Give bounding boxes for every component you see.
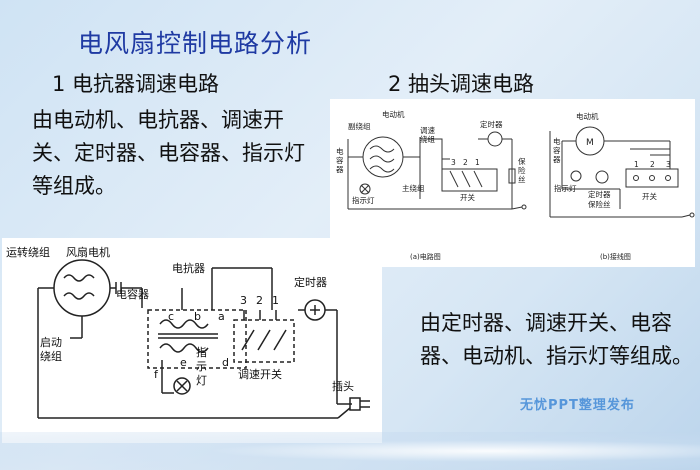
- label-timer-b: 定时器: [588, 189, 611, 199]
- label-indicator-b: 指示灯: [554, 183, 577, 193]
- caption-b: (b)接线图: [600, 252, 631, 261]
- label-motor-b: 电动机: [576, 111, 599, 121]
- bottom-decoration: [0, 432, 700, 470]
- label-speed-winding-1: 调速: [420, 126, 435, 135]
- reactor-circuit-diagram: 运转绕组 风扇电机 电抗器 电容器 定时器 启动 绕组 指 示 灯 调速开关 插…: [6, 245, 370, 419]
- label-aux-winding: 副绕组: [348, 121, 371, 131]
- reactor-box: [147, 309, 247, 369]
- reactor-circuit-panel: 运转绕组 风扇电机 电抗器 电容器 定时器 启动 绕组 指 示 灯 调速开关 插…: [2, 238, 382, 443]
- label-fuse-a-3: 丝: [518, 174, 526, 184]
- label-motor-symbol-m: M: [586, 138, 594, 148]
- label-tap-e: e: [180, 356, 187, 369]
- section-heading-reactor: 1 电抗器调速电路: [52, 72, 220, 96]
- label-tap-d: d: [222, 356, 229, 369]
- label-tap-a: a: [218, 310, 225, 323]
- fan-motor-symbol: [53, 259, 111, 317]
- label-pos2-a: 2: [463, 158, 468, 167]
- label-pos3-b: 3: [666, 160, 671, 169]
- tap-circuit-diagram: 副绕组 电动机 调速 绕组 电 容 器 主绕组 指示灯 定时器 保 险 丝 开关…: [336, 109, 695, 261]
- label-fuse-a-2: 险: [518, 165, 526, 175]
- label-run-winding: 运转绕组: [6, 245, 50, 259]
- label-capacitor: 电容器: [116, 287, 149, 301]
- label-pos1-b: 1: [634, 160, 639, 169]
- label-tap-f: f: [154, 368, 159, 381]
- label-timer-a: 定时器: [480, 119, 503, 129]
- label-pos2-b: 2: [650, 160, 655, 169]
- label-motor-a: 电动机: [382, 109, 405, 119]
- label-start-winding-1: 启动: [40, 336, 62, 349]
- label-capacitor-b-2: 容: [553, 145, 561, 155]
- motor-symbol: [362, 136, 404, 178]
- caption-a: (a)电路图: [410, 252, 441, 261]
- label-pos1: 1: [272, 294, 279, 307]
- label-tap-c: c: [168, 310, 174, 323]
- label-timer: 定时器: [294, 275, 327, 289]
- label-capacitor-a-2: 容: [336, 155, 344, 165]
- label-capacitor-a-3: 器: [336, 165, 344, 174]
- label-main-winding: 主绕组: [402, 183, 425, 193]
- label-indicator-1: 指: [196, 345, 207, 359]
- speed-switch-box: [233, 319, 295, 363]
- label-capacitor-b-3: 器: [553, 155, 561, 164]
- label-indicator-2: 示: [196, 360, 207, 373]
- label-pos3-a: 3: [451, 158, 456, 167]
- watermark: 无忧PPT整理发布: [520, 398, 635, 413]
- plug-symbol: [349, 397, 361, 411]
- indicator-lamp: [173, 377, 191, 395]
- tap-circuit-panel: 副绕组 电动机 调速 绕组 电 容 器 主绕组 指示灯 定时器 保 险 丝 开关…: [330, 99, 695, 267]
- label-indicator-a: 指示灯: [352, 195, 375, 205]
- label-indicator-3: 灯: [196, 374, 207, 387]
- timer-symbol: [487, 131, 503, 147]
- label-switch-b: 开关: [642, 191, 657, 201]
- label-pos1-a: 1: [475, 158, 480, 167]
- label-switch-a: 开关: [460, 192, 475, 202]
- slide-title: 电风扇控制电路分析: [78, 29, 313, 58]
- label-plug: 插头: [332, 379, 354, 393]
- label-tap-b: b: [194, 310, 201, 323]
- label-pos3: 3: [240, 294, 247, 307]
- label-fuse-a-1: 保: [518, 157, 526, 166]
- tap-description: 由定时器、调速开关、电容器、电动机、指示灯等组成。: [420, 311, 693, 368]
- label-speed-switch: 调速开关: [238, 367, 282, 381]
- section-heading-tap: 2 抽头调速电路: [388, 72, 535, 96]
- label-reactor: 电抗器: [172, 261, 205, 275]
- reactor-description: 由电动机、电抗器、调速开关、定时器、电容器、指示灯等组成。: [32, 108, 305, 198]
- label-capacitor-b-1: 电: [553, 136, 561, 146]
- label-start-winding-2: 绕组: [40, 349, 62, 363]
- label-capacitor-a-1: 电: [336, 146, 344, 156]
- label-speed-winding-2: 绕组: [420, 134, 435, 144]
- label-fuse-b: 保险丝: [588, 199, 611, 209]
- label-pos2: 2: [256, 294, 263, 307]
- label-fan-motor: 风扇电机: [66, 245, 110, 259]
